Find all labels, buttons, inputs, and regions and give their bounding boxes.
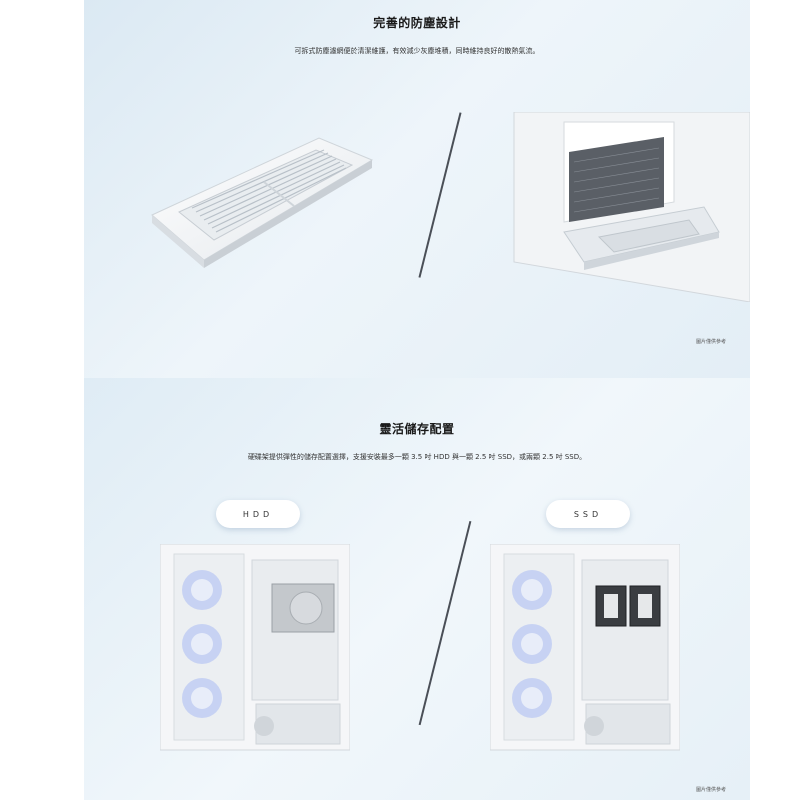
section-title: 靈活儲存配置 [379, 422, 455, 436]
image-disclaimer: 圖片僅供參考 [696, 787, 727, 793]
section-divider [418, 520, 471, 726]
dust-filter-panel-image [144, 120, 384, 290]
image-disclaimer: 圖片僅供參考 [696, 339, 727, 345]
section-divider [418, 112, 462, 278]
section-subtitle: 硬碟架提供彈性的儲存配置選擇，支援安裝最多一顆 3.5 吋 HDD 與一顆 2.… [247, 453, 587, 461]
hdd-label-pill: HDD [216, 500, 300, 528]
storage-section: 靈活儲存配置 硬碟架提供彈性的儲存配置選擇，支援安裝最多一顆 3.5 吋 HDD… [84, 378, 750, 800]
section-subtitle: 可拆式防塵濾網便於清潔維護，有效減少灰塵堆積，同時維持良好的散熱氣流。 [294, 47, 540, 55]
pc-case-with-hdd-image [160, 544, 350, 754]
dust-filter-section: 完善的防塵設計 可拆式防塵濾網便於清潔維護，有效減少灰塵堆積，同時維持良好的散熱… [84, 0, 750, 378]
ssd-label-pill: SSD [546, 500, 630, 528]
bottom-dust-filter-drawer-image [504, 112, 750, 302]
section-title: 完善的防塵設計 [373, 16, 461, 30]
pc-case-with-ssd-image [490, 544, 680, 754]
